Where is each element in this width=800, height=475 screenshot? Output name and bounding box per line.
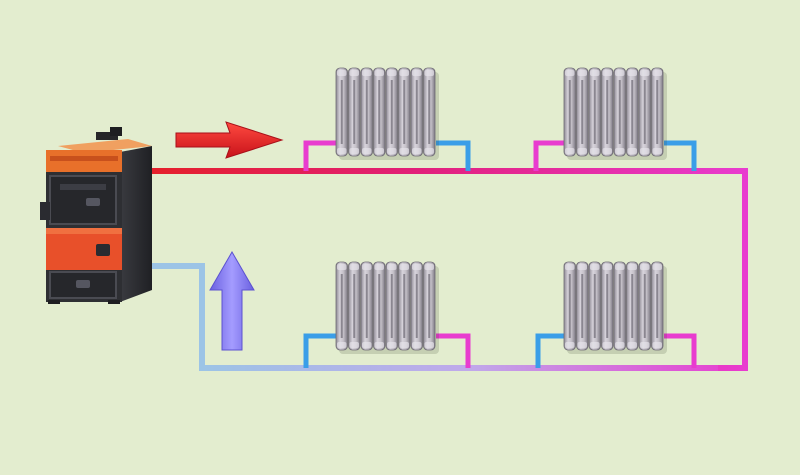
hot-connector-bottom-right xyxy=(664,333,697,368)
radiator-top-left xyxy=(335,67,439,160)
return-pipe xyxy=(150,263,718,371)
hot-connector-top-left xyxy=(303,140,340,171)
supply-pipe xyxy=(150,168,748,371)
boiler xyxy=(40,127,152,304)
cold-connector-bottom-right xyxy=(535,333,568,368)
supply-flow-arrow xyxy=(175,121,284,159)
hot-connector-bottom-left xyxy=(436,333,471,368)
radiator-bottom-right xyxy=(563,261,667,354)
radiator-top-right xyxy=(563,67,667,160)
cold-connector-top-right xyxy=(664,140,697,171)
cold-connector-bottom-left xyxy=(303,333,340,368)
radiator-bottom-left xyxy=(335,261,439,354)
return-flow-arrow xyxy=(209,251,255,351)
hot-connector-top-right xyxy=(533,140,568,171)
cold-connector-top-left xyxy=(436,140,471,171)
